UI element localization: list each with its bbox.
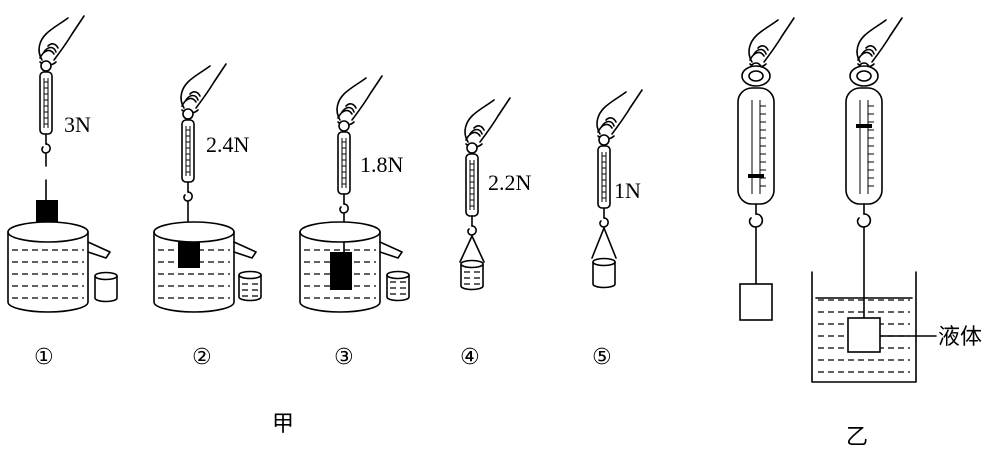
step-3-reading: 1.8N xyxy=(360,152,404,177)
figure-yi-caption: 乙 xyxy=(846,425,868,450)
step-5-setup xyxy=(591,89,643,289)
step-2-number: ② xyxy=(192,345,212,370)
step-1-number: ① xyxy=(34,345,54,370)
step-5-number: ⑤ xyxy=(592,345,612,370)
step-2-setup xyxy=(153,63,262,313)
step-3-setup xyxy=(299,75,410,313)
step-3-number: ③ xyxy=(334,345,354,370)
step-4-number: ④ xyxy=(460,345,480,370)
figure-jia-caption: 甲 xyxy=(272,412,294,437)
liquid-label: 液体 xyxy=(938,325,982,350)
step-5-reading: 1N xyxy=(614,178,641,203)
step-2-reading: 2.4N xyxy=(206,132,250,157)
step-1-reading: 3N xyxy=(64,112,91,137)
step-4-setup xyxy=(459,97,511,291)
yi-scale-in-air xyxy=(737,17,795,321)
step-4-reading: 2.2N xyxy=(488,170,532,195)
step-1-setup xyxy=(7,15,118,313)
yi-scale-in-liquid xyxy=(811,17,937,383)
